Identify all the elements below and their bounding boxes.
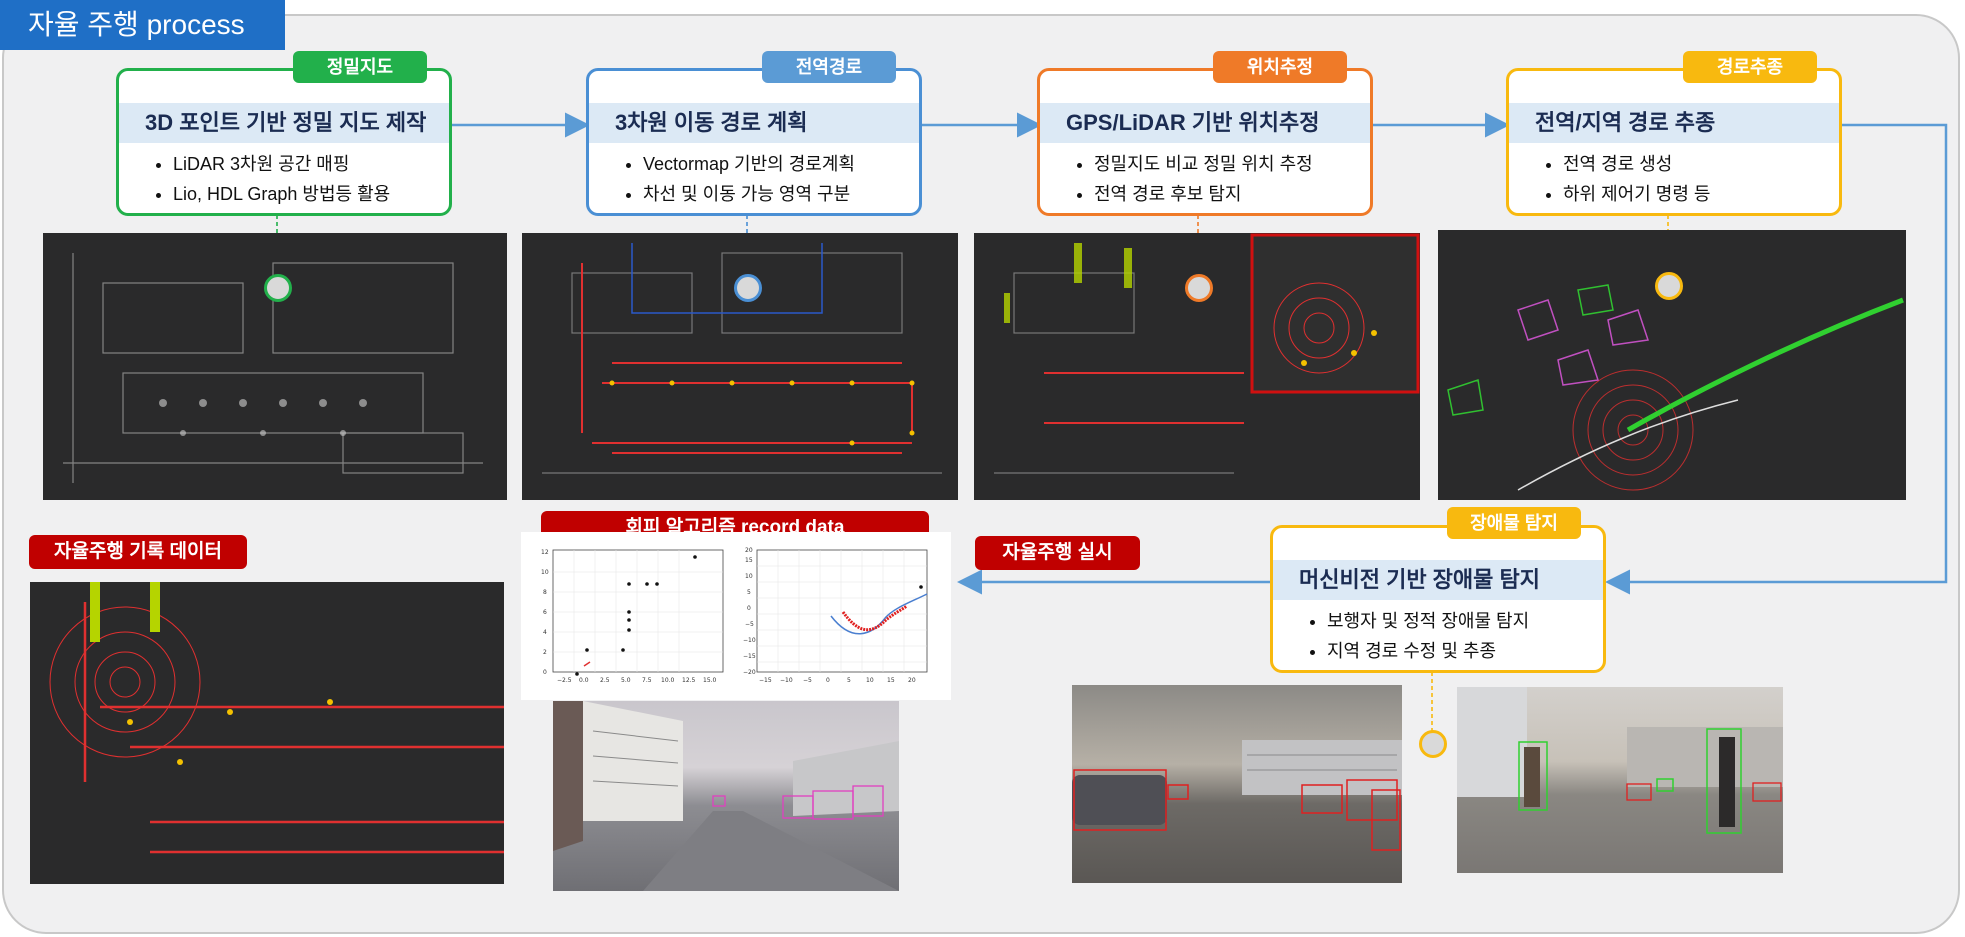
- tick-x: 15.0: [703, 677, 717, 684]
- tick-x: 5: [847, 677, 851, 684]
- plot-right: [756, 549, 928, 673]
- tick-x: −5: [803, 677, 812, 684]
- bullet: 차선 및 이동 가능 영역 구분: [643, 179, 855, 209]
- badge-obstacle-detection: 장애물 탐지: [1447, 507, 1581, 539]
- tick-x: 10: [866, 677, 874, 684]
- card-header: 3차원 이동 경로 계획: [589, 103, 919, 143]
- arrow-4-5: [1605, 123, 1948, 595]
- card-obstacle-detection: 머신비전 기반 장애물 탐지 보행자 및 정적 장애물 탐지 지역 경로 수정 …: [1270, 525, 1606, 673]
- plot-left: −2.5 0.0 2.5 5.0 7.5 10.0 12.5 15.0 0 2 …: [541, 547, 928, 684]
- tick-y: 12: [541, 549, 549, 556]
- label-record-data: 자율주행 기록 데이터: [29, 535, 247, 569]
- bullet: Vectormap 기반의 경로계획: [643, 149, 855, 179]
- tick-x: 0: [826, 677, 830, 684]
- pin-global-path: [734, 274, 762, 302]
- card-bullets: LiDAR 3차원 공간 매핑 Lio, HDL Graph 방법등 활용: [119, 149, 390, 209]
- image-record-data: [30, 582, 504, 884]
- tick-y: 20: [745, 547, 753, 554]
- tick-y: 2: [543, 649, 547, 656]
- card-header: GPS/LiDAR 기반 위치추정: [1040, 103, 1370, 143]
- card-localization: GPS/LiDAR 기반 위치추정 정밀지도 비교 정밀 위치 추정 전역 경로…: [1037, 68, 1373, 216]
- tick-y: 10: [745, 573, 753, 580]
- card-bullets: 보행자 및 정적 장애물 탐지 지역 경로 수정 및 추종: [1273, 606, 1529, 666]
- card-header: 3D 포인트 기반 정밀 지도 제작: [119, 103, 449, 143]
- bullet: Lio, HDL Graph 방법등 활용: [173, 179, 390, 209]
- card-header: 전역/지역 경로 추종: [1509, 103, 1839, 143]
- tick-x: 2.5: [600, 677, 610, 684]
- label-execute: 자율주행 실시: [975, 536, 1140, 570]
- tick-y: 15: [745, 557, 753, 564]
- image-hd-map-pointcloud: [43, 233, 507, 500]
- badge-path-following: 경로추종: [1683, 51, 1817, 83]
- tick-y: 6: [543, 609, 547, 616]
- tick-y: −15: [743, 653, 756, 660]
- tick-y: 8: [543, 589, 547, 596]
- tick-y: −5: [745, 621, 754, 628]
- bullet: 하위 제어기 명령 등: [1563, 179, 1710, 209]
- tick-y: 10: [541, 569, 549, 576]
- image-obstacle-parking: [1072, 685, 1402, 883]
- tick-y: 0: [747, 605, 751, 612]
- card-bullets: 전역 경로 생성 하위 제어기 명령 등: [1509, 149, 1710, 209]
- image-road-camera: [553, 701, 899, 891]
- tick-y: 0: [543, 669, 547, 676]
- bullet: 전역 경로 후보 탐지: [1094, 179, 1313, 209]
- tick-x: −10: [780, 677, 793, 684]
- pin-path-following: [1655, 272, 1683, 300]
- tick-y: −20: [743, 669, 756, 676]
- card-bullets: Vectormap 기반의 경로계획 차선 및 이동 가능 영역 구분: [589, 149, 855, 209]
- page-title: 자율 주행 process: [0, 0, 285, 50]
- bullet: 지역 경로 수정 및 추종: [1327, 636, 1529, 666]
- tick-x: −2.5: [557, 677, 572, 684]
- tick-x: 12.5: [682, 677, 696, 684]
- card-hd-map: 3D 포인트 기반 정밀 지도 제작 LiDAR 3차원 공간 매핑 Lio, …: [116, 68, 452, 216]
- bullet: 정밀지도 비교 정밀 위치 추정: [1094, 149, 1313, 179]
- tick-y: 4: [543, 629, 547, 636]
- tick-y: −10: [743, 637, 756, 644]
- card-header: 머신비전 기반 장애물 탐지: [1273, 560, 1603, 600]
- card-path-following: 전역/지역 경로 추종 전역 경로 생성 하위 제어기 명령 등: [1506, 68, 1842, 216]
- badge-global-path: 전역경로: [762, 51, 896, 83]
- tick-x: 10.0: [661, 677, 675, 684]
- tick-x: 0.0: [579, 677, 589, 684]
- bullet: LiDAR 3차원 공간 매핑: [173, 149, 390, 179]
- tick-x: −15: [759, 677, 772, 684]
- bullet: 전역 경로 생성: [1563, 149, 1710, 179]
- badge-hd-map: 정밀지도: [293, 51, 427, 83]
- tick-x: 7.5: [642, 677, 652, 684]
- image-global-path-map: [522, 233, 958, 500]
- algorithm-plots: −2.5 0.0 2.5 5.0 7.5 10.0 12.5 15.0 0 2 …: [521, 532, 951, 700]
- tick-x: 5.0: [621, 677, 631, 684]
- tick-x: 15: [887, 677, 895, 684]
- image-path-following: [1438, 230, 1906, 500]
- card-bullets: 정밀지도 비교 정밀 위치 추정 전역 경로 후보 탐지: [1040, 149, 1313, 209]
- bullet: 보행자 및 정적 장애물 탐지: [1327, 606, 1529, 636]
- pin-hd-map: [264, 274, 292, 302]
- badge-localization: 위치추정: [1213, 51, 1347, 83]
- image-obstacle-pedestrians: [1457, 687, 1783, 873]
- pin-localization: [1185, 274, 1213, 302]
- tick-x: 20: [908, 677, 916, 684]
- card-global-path: 3차원 이동 경로 계획 Vectormap 기반의 경로계획 차선 및 이동 …: [586, 68, 922, 216]
- tick-y: 5: [747, 589, 751, 596]
- pin-obstacle: [1419, 730, 1447, 758]
